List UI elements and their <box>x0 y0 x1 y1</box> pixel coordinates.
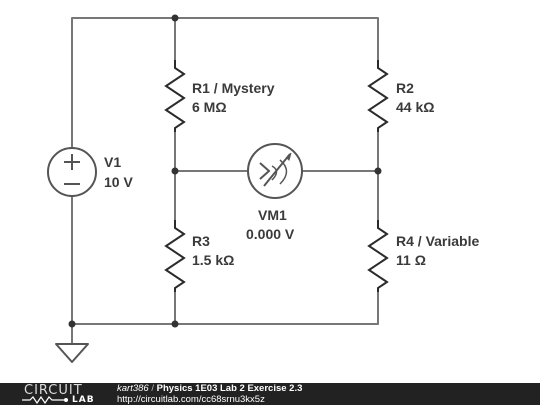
junction-bottom-middle <box>171 320 179 328</box>
author-link[interactable]: kart386 <box>117 383 149 394</box>
r4-name-label: R4 / Variable <box>396 233 479 249</box>
junction-top-middle <box>171 14 179 22</box>
path-separator: / <box>151 383 154 394</box>
r2-name-label: R2 <box>396 80 414 96</box>
r1-name-label: R1 / Mystery <box>192 80 275 96</box>
voltmeter-needle-icon <box>259 162 271 180</box>
wire-top-rail <box>71 17 379 149</box>
logo-text-bottom: LAB <box>72 395 95 405</box>
circuit-title[interactable]: Physics 1E03 Lab 2 Exercise 2.3 <box>156 383 303 394</box>
logo-zigzag-icon <box>22 396 68 404</box>
circuit-meta: kart386 / Physics 1E03 Lab 2 Exercise 2.… <box>117 383 303 405</box>
vm1-name-label: VM1 <box>258 207 287 223</box>
junction-ground <box>68 320 76 328</box>
junction-left-node <box>171 167 179 175</box>
r2-value-label: 44 kΩ <box>396 99 434 115</box>
circuit-schematic: R1 / Mystery 6 MΩ R2 44 kΩ V1 10 V VM1 0… <box>47 14 479 363</box>
vm1-value-label: 0.000 V <box>246 226 295 242</box>
v1-name-label: V1 <box>104 154 121 170</box>
resistor-r3[interactable] <box>164 220 186 292</box>
r3-value-label: 1.5 kΩ <box>192 252 234 268</box>
wires <box>71 17 379 345</box>
circuit-url-link[interactable]: http://circuitlab.com/cc68srnu3kx5z <box>117 393 265 405</box>
r4-value-label: 11 Ω <box>396 252 426 268</box>
voltmeter-vm1[interactable] <box>247 143 303 199</box>
circuitlab-logo[interactable]: CIRCUIT LAB <box>6 384 116 405</box>
resistor-r4[interactable] <box>367 220 389 292</box>
resistor-r2[interactable] <box>367 60 389 132</box>
r3-name-label: R3 <box>192 233 210 249</box>
resistor-r1[interactable] <box>164 60 186 132</box>
footer-bar: CIRCUIT LAB kart386 / Physics 1E03 Lab 2… <box>0 383 540 405</box>
v1-value-label: 10 V <box>104 174 133 190</box>
wire-bottom-rail <box>71 195 379 325</box>
junction-right-node <box>374 167 382 175</box>
r1-value-label: 6 MΩ <box>192 99 227 115</box>
ground-icon <box>55 343 89 363</box>
logo-text-top: CIRCUIT <box>24 383 83 398</box>
voltage-source-v1[interactable] <box>47 147 97 197</box>
